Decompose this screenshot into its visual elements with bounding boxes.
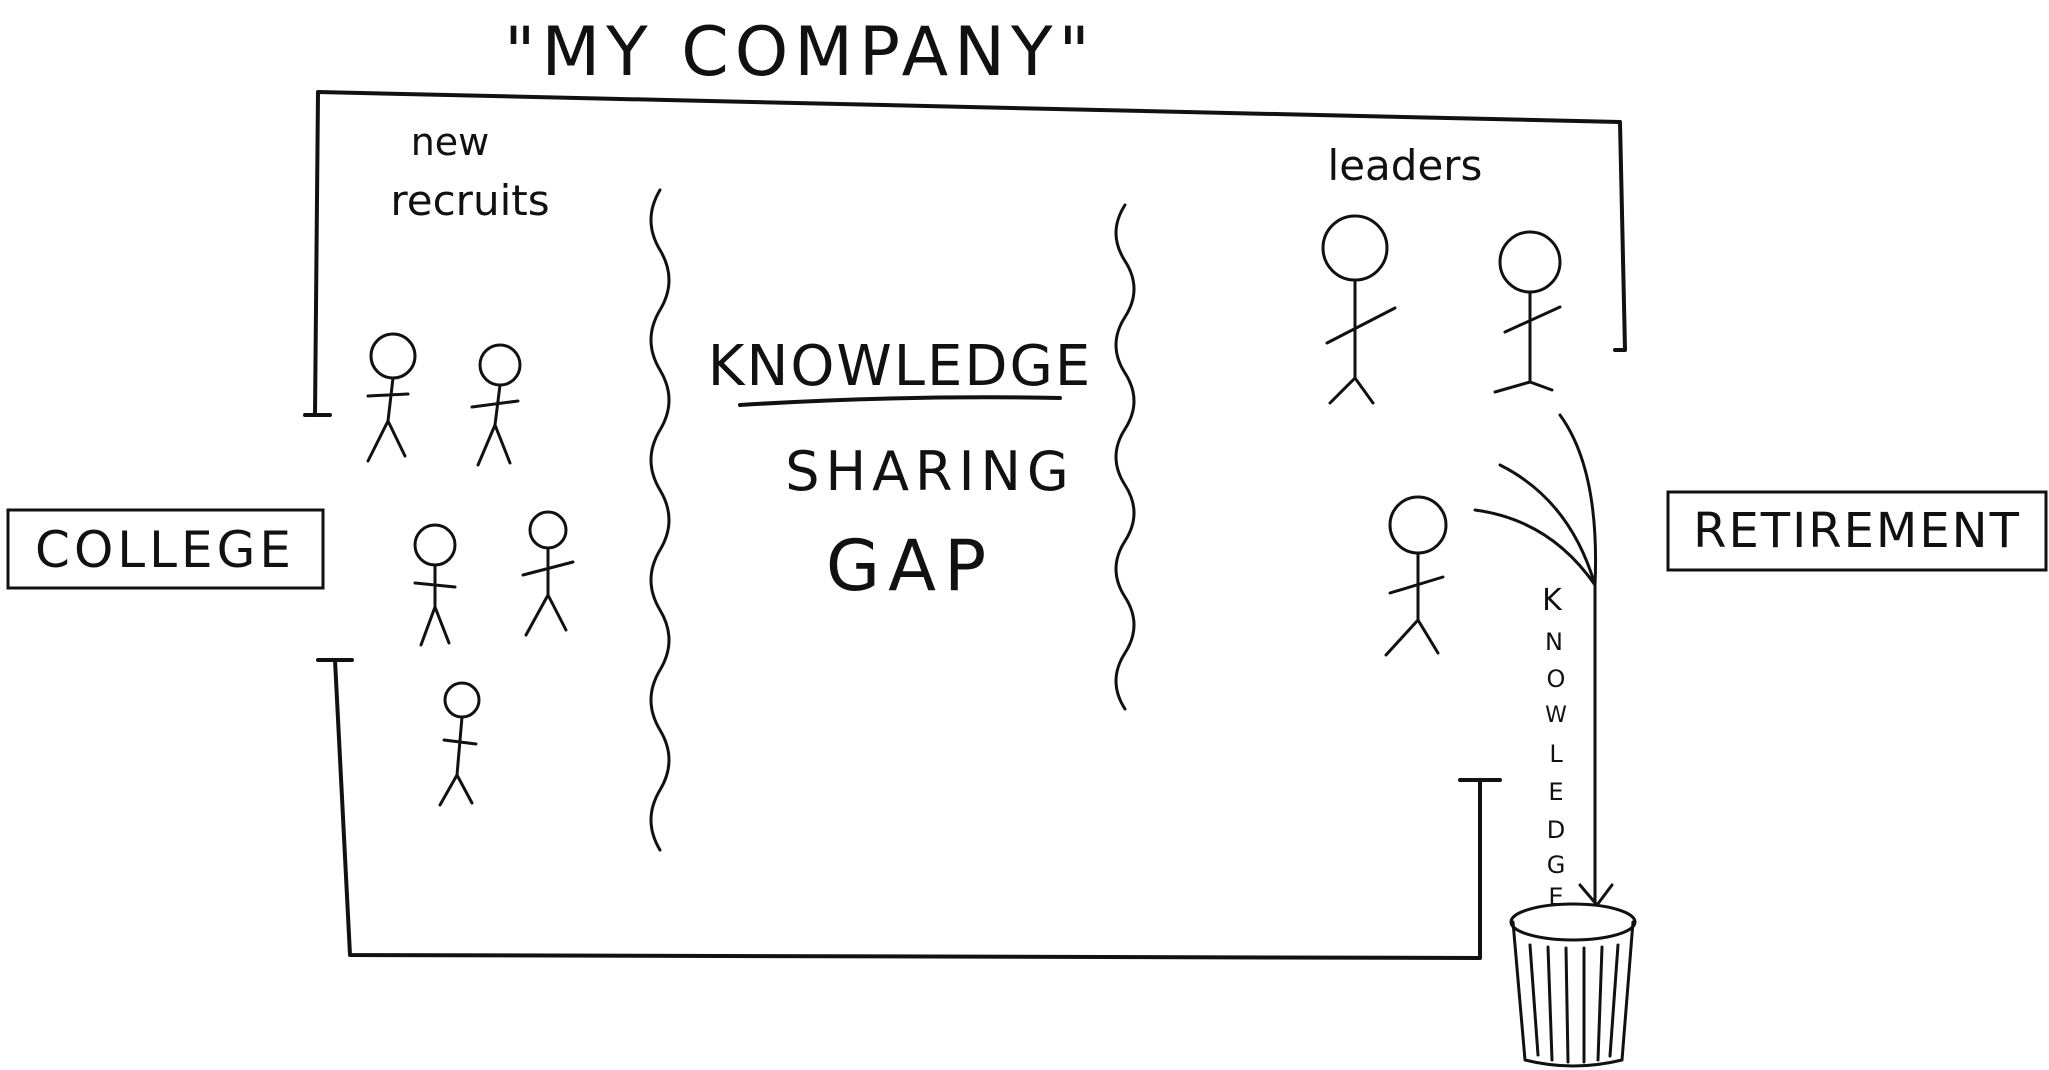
gap-boundary-right [1114, 203, 1136, 711]
diagram-title: "MY COMPANY" [504, 13, 1096, 92]
stick-figure-icon [438, 681, 481, 807]
college-box: COLLEGE [6, 508, 325, 590]
vertical-letter: G [1547, 851, 1566, 879]
trash-can-icon [1509, 902, 1637, 1068]
gap-label-underline [738, 395, 1062, 407]
stick-figure-icon [413, 523, 457, 647]
stick-figure-icon [1384, 495, 1448, 657]
stick-figure-icon [1321, 214, 1397, 405]
knowledge-flow-line [1473, 413, 1614, 907]
vertical-letter: E [1548, 883, 1563, 911]
stick-figure-icon [521, 510, 575, 637]
vertical-letter: N [1545, 628, 1563, 656]
vertical-letter: D [1547, 816, 1565, 844]
gap-label-knowledge: KNOWLEDGE [708, 334, 1093, 399]
company-boundary-top [313, 90, 1627, 417]
gap-label-sharing: SHARING [785, 440, 1075, 503]
company-boundary-bottom [303, 413, 1502, 960]
stick-figure-icon [366, 332, 417, 463]
vertical-letter: E [1548, 778, 1563, 806]
vertical-letter: O [1547, 665, 1566, 693]
leaders-label: leaders [1328, 141, 1483, 190]
stick-figure-icon [470, 343, 522, 467]
vertical-letter: K [1542, 583, 1563, 618]
gap-label-gap: GAP [826, 525, 994, 607]
new-recruits-label-line2: recruits [390, 176, 549, 225]
new-recruits-label-line1: new [411, 120, 490, 164]
college-label: COLLEGE [35, 521, 295, 579]
retirement-box: RETIREMENT [1666, 490, 2048, 572]
vertical-letter: W [1545, 703, 1567, 728]
gap-boundary-left [649, 188, 671, 852]
vertical-knowledge-label: K N O W L E D G E [1542, 583, 1567, 911]
retirement-label: RETIREMENT [1693, 503, 2021, 559]
stick-figure-icon [1493, 230, 1562, 394]
vertical-letter: L [1549, 740, 1563, 768]
